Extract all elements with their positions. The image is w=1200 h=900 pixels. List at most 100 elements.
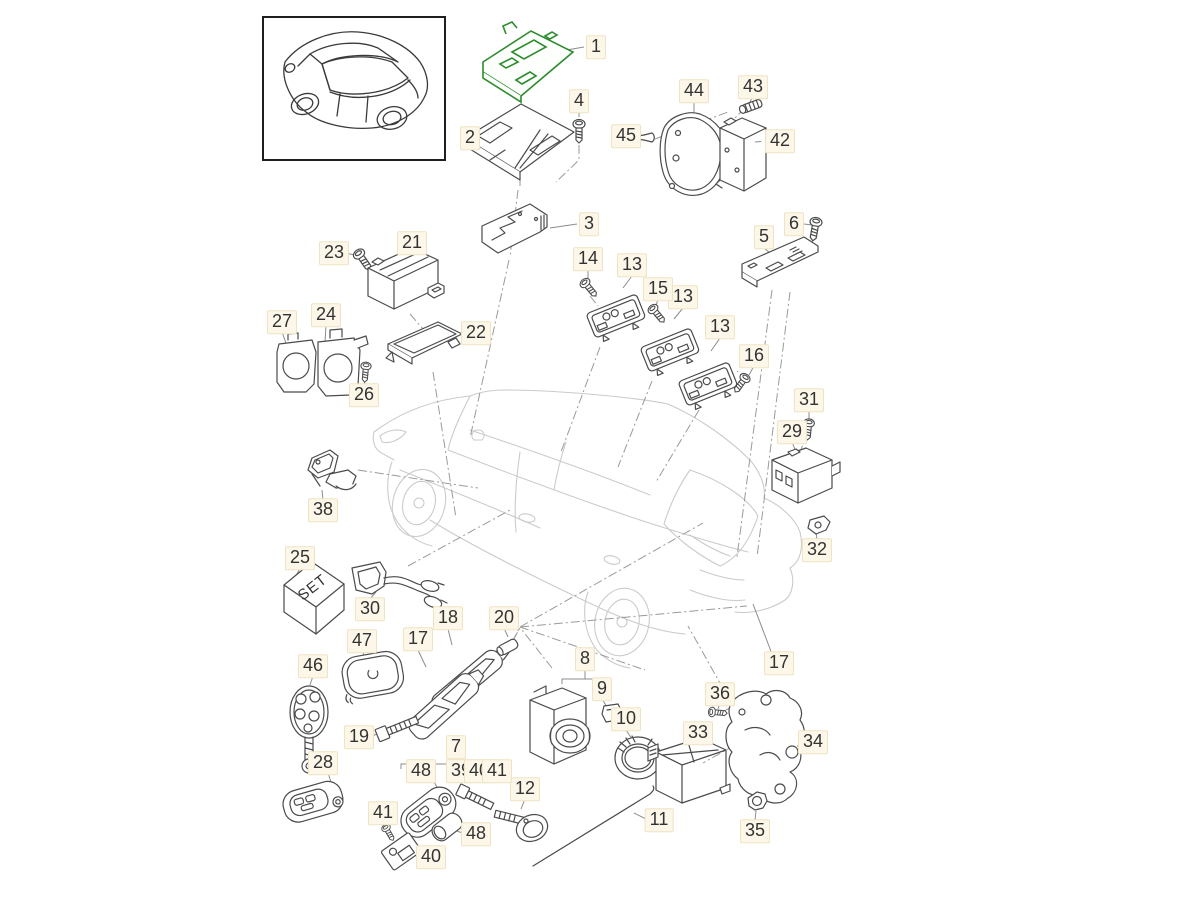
assembly-axis-line-18 [756,291,791,558]
part-5-antenna-amplifier [741,236,819,288]
callout-17L[interactable]: 17 [402,627,434,651]
callout-13b[interactable]: 13 [667,285,699,309]
part-42-control-unit [715,117,767,192]
assembly-axis-line-17 [736,289,773,558]
callout-41[interactable]: 41 [367,801,399,825]
callout-36[interactable]: 36 [704,682,736,706]
callout-25[interactable]: 25 [284,546,316,570]
callout-leader-3 [549,223,578,229]
callout-47[interactable]: 47 [346,629,378,653]
assembly-axis-line-8 [589,295,599,307]
callout-14[interactable]: 14 [572,247,604,271]
callout-48a[interactable]: 48 [405,759,437,783]
callout-15[interactable]: 15 [642,277,674,301]
callout-19[interactable]: 19 [343,725,375,749]
callout-leader-13b [673,307,684,320]
callout-43[interactable]: 43 [737,75,769,99]
callout-22[interactable]: 22 [460,321,492,345]
faint-car-outline [372,389,803,669]
assembly-axis-line-2 [555,145,580,183]
callout-35[interactable]: 35 [739,819,771,843]
assembly-axis-line-25 [519,522,704,628]
callout-41row[interactable]: 41 [481,759,513,783]
callout-21[interactable]: 21 [396,231,428,255]
assembly-axis-line-10 [617,380,653,468]
callout-46[interactable]: 46 [297,654,329,678]
callout-27[interactable]: 27 [266,310,298,334]
callout-13a[interactable]: 13 [616,253,648,277]
callout-38[interactable]: 38 [307,498,339,522]
callout-5[interactable]: 5 [753,225,775,249]
callout-17R[interactable]: 17 [763,651,795,675]
part-24-sensor-pod [317,328,369,397]
assembly-axis-line-22 [521,629,553,669]
part-32-clip [807,515,831,535]
callout-24[interactable]: 24 [310,303,342,327]
callout-8[interactable]: 8 [574,647,596,671]
thumbnail-car-sketch [283,31,429,130]
callout-leader-18 [447,628,453,646]
callout-leader-24 [324,324,327,344]
callout-32[interactable]: 32 [801,538,833,562]
callout-2[interactable]: 2 [459,126,481,150]
callout-6[interactable]: 6 [783,212,805,236]
assembly-axis-line-21 [407,508,513,567]
callout-30[interactable]: 30 [354,597,386,621]
callout-42[interactable]: 42 [764,129,796,153]
car-thumbnail-box [262,16,446,161]
callout-48b[interactable]: 48 [460,822,492,846]
callout-1[interactable]: 1 [585,35,607,59]
assembly-axis-line-9 [560,346,601,453]
assembly-axis-line-5 [409,313,425,331]
callout-26[interactable]: 26 [348,383,380,407]
callout-9[interactable]: 9 [591,677,613,701]
part-44-cover [659,112,728,196]
callout-12[interactable]: 12 [509,777,541,801]
part-1-roof-console-highlighted [482,21,575,104]
callout-40[interactable]: 40 [415,845,447,869]
callout-leader-13a [622,275,633,289]
part-21-control-module [367,247,445,310]
callout-34[interactable]: 34 [797,730,829,754]
part-33-control-unit [647,737,731,804]
part-27-sensor-pod [276,332,317,393]
assembly-axis-line-26 [519,605,748,628]
callout-20[interactable]: 20 [488,606,520,630]
callout-3[interactable]: 3 [578,212,600,236]
callout-leader-17L [417,649,427,668]
part-35-nut [747,791,768,811]
callout-31[interactable]: 31 [793,388,825,412]
callout-11[interactable]: 11 [644,808,674,832]
callout-29[interactable]: 29 [776,420,808,444]
part-38-sensor-bracket [307,449,357,491]
callout-44[interactable]: 44 [678,79,710,103]
part-12-mechanical-key [493,809,549,843]
callout-16[interactable]: 16 [738,344,770,368]
part-17-bracket-left [408,669,485,740]
callout-23[interactable]: 23 [318,241,350,265]
callout-45[interactable]: 45 [610,124,642,148]
callout-18[interactable]: 18 [432,606,464,630]
part-30-sensor-with-harness [351,561,448,609]
part-34-mounting-bracket [725,689,805,804]
part-20-pin [496,638,519,656]
callout-leader-13c [710,337,721,352]
callout-4[interactable]: 4 [568,89,590,113]
part-8-alarm-siren [529,685,591,765]
part-25-set-box: SET [283,561,345,635]
part-47-key-card [341,650,405,705]
callout-7[interactable]: 7 [445,735,467,759]
assembly-axis-line-3 [469,259,510,439]
callout-33[interactable]: 33 [682,721,714,745]
callout-10[interactable]: 10 [610,707,642,731]
part-39-bolt [455,783,495,811]
callout-28[interactable]: 28 [307,751,339,775]
assembly-axis-line-6 [432,371,457,519]
part-3-mounting-bracket [481,203,548,254]
assembly-axis-line-20 [357,469,479,489]
part-22-flat-module [385,321,463,365]
callout-13c[interactable]: 13 [704,315,736,339]
